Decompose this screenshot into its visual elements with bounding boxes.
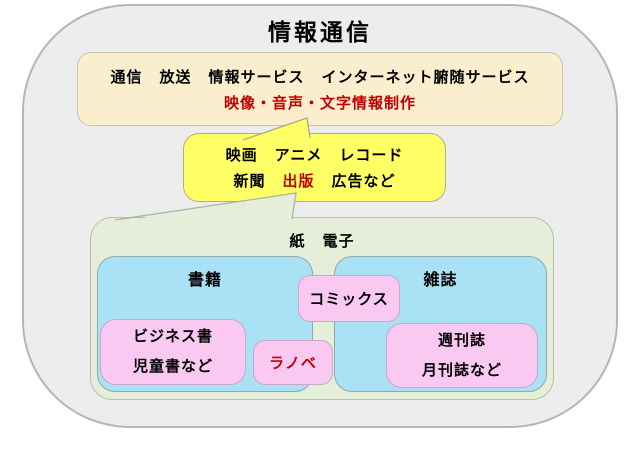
format-label-paper: 紙	[289, 233, 306, 250]
telecom-item: 放送	[159, 68, 192, 86]
telecom-services-box: 通信 放送 情報サービス インターネット腑随サービス 映像・音声・文字情報制作	[77, 52, 563, 126]
media-item: 映画	[225, 147, 258, 164]
media-item: アニメ	[274, 147, 323, 164]
comics-box: コミックス	[298, 275, 400, 322]
comics-label: コミックス	[309, 291, 389, 308]
media-item: レコード	[339, 147, 404, 164]
weekly-magazine-label: 週刊誌	[437, 331, 486, 349]
monthly-magazine-label: 月刊誌など	[421, 361, 502, 379]
light-novel-box: ラノベ	[253, 340, 333, 385]
media-items-line: 映画 アニメ レコード	[184, 144, 445, 165]
telecom-items-line: 通信 放送 情報サービス インターネット腑随サービス	[78, 66, 562, 87]
children-books-label: 児童書など	[132, 358, 213, 375]
telecom-item: インターネット腑随サービス	[321, 68, 530, 86]
business-books-label: ビジネス書	[132, 328, 213, 345]
diagram-title: 情報通信	[268, 19, 372, 45]
weekly-monthly-magazines-box: 週刊誌 月刊誌など	[386, 323, 538, 388]
content-production-line: 映像・音声・文字情報制作	[78, 92, 562, 113]
format-label-digital: 電子	[322, 233, 355, 250]
telecom-item: 通信	[110, 68, 143, 86]
books-label: 書籍	[187, 272, 222, 289]
content-production-label: 映像・音声・文字情報制作	[223, 94, 416, 112]
format-labels-line: 紙 電子	[90, 230, 554, 251]
media-item: 広告など	[331, 173, 396, 190]
magazines-label: 雑誌	[423, 272, 458, 289]
business-children-books-box: ビジネス書 児童書など	[100, 319, 246, 385]
publishing-highlight-label: 出版	[282, 173, 315, 190]
telecom-item: 情報サービス	[208, 68, 305, 86]
light-novel-label: ラノベ	[269, 355, 317, 372]
media-items-line2: 新聞 出版 広告など	[184, 170, 445, 191]
media-box: 映画 アニメ レコード 新聞 出版 広告など	[183, 133, 446, 202]
media-item: 新聞	[233, 173, 266, 190]
